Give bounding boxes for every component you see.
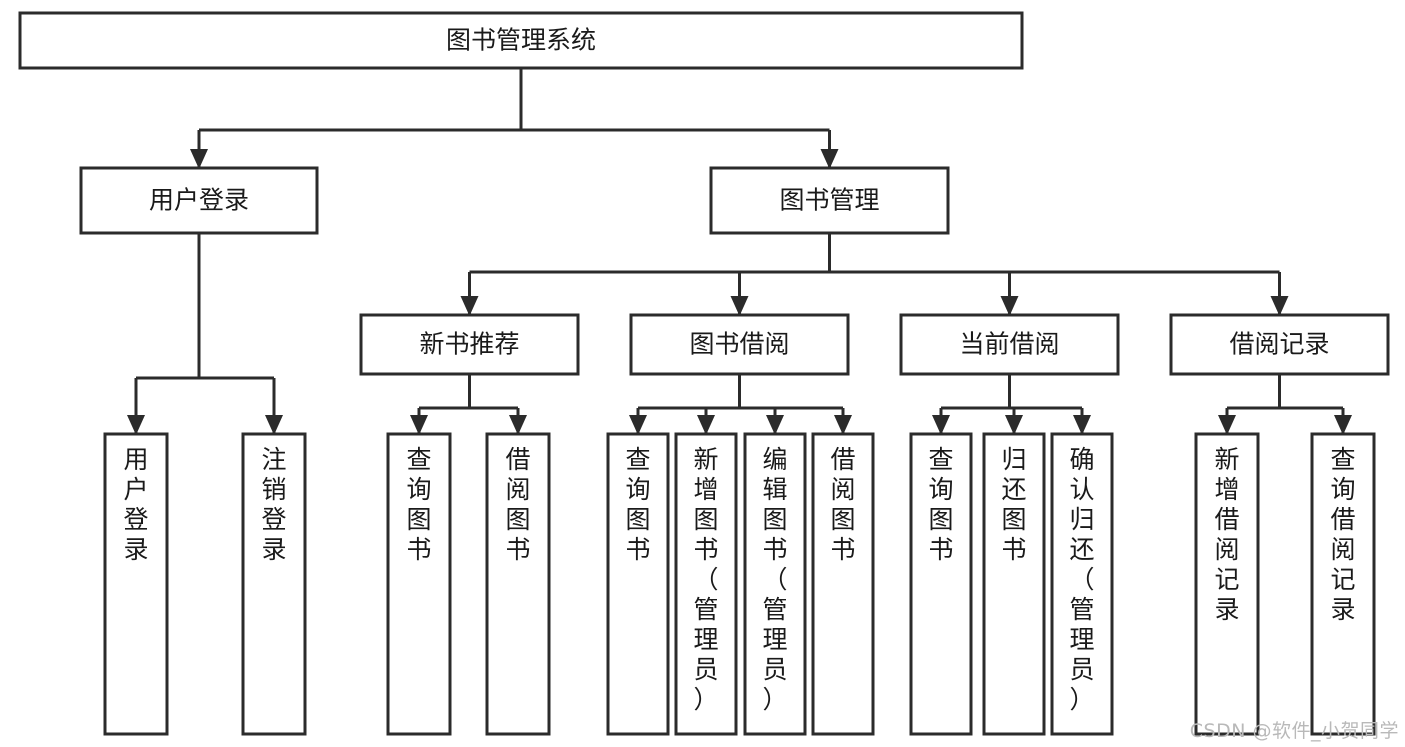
- node-label: 用户登录: [123, 445, 148, 564]
- arrow-head-icon: [629, 415, 647, 435]
- node-box: [103, 432, 169, 736]
- arrow-head-icon: [820, 149, 839, 169]
- node-current-return-book[interactable]: 归还图书: [982, 432, 1046, 736]
- node-box: [241, 432, 307, 736]
- node-label: 图书管理系统: [446, 26, 596, 55]
- node-box: [1194, 432, 1260, 736]
- arrow-head-icon: [730, 296, 749, 316]
- arrow-head-icon: [1270, 296, 1289, 316]
- arrow-head-icon: [697, 415, 715, 435]
- node-label: 确认归还（管理员）: [1069, 445, 1094, 714]
- node-user-login-do[interactable]: 用户登录: [103, 432, 169, 736]
- arrow-head-icon: [265, 415, 283, 435]
- node-layer: 图书管理系统用户登录用户登录注销登录图书管理新书推荐查询图书借阅图书图书借阅查询…: [18, 11, 1390, 736]
- node-user-logout[interactable]: 注销登录: [241, 432, 307, 736]
- node-label: 查询图书: [928, 445, 953, 564]
- node-label: 新书推荐: [419, 330, 519, 359]
- arrow-head-icon: [932, 415, 950, 435]
- node-label: 借阅记录: [1229, 330, 1329, 359]
- arrow-head-icon: [509, 415, 527, 435]
- node-book-manage[interactable]: 图书管理: [709, 166, 950, 235]
- node-current-borrow[interactable]: 当前借阅: [899, 313, 1120, 376]
- node-current-query-book[interactable]: 查询图书: [909, 432, 973, 736]
- node-box: [811, 432, 875, 736]
- arrow-head-icon: [190, 149, 208, 169]
- node-box: [674, 432, 738, 736]
- node-root[interactable]: 图书管理系统: [18, 11, 1024, 70]
- node-borrow-add-book[interactable]: 新增图书（管理员）: [674, 432, 738, 736]
- node-label: 图书借阅: [689, 330, 789, 359]
- arrow-head-icon: [1218, 415, 1236, 435]
- arrow-head-icon: [460, 296, 479, 316]
- node-label: 图书管理: [779, 186, 879, 215]
- arrow-head-icon: [1000, 296, 1019, 316]
- node-box: [709, 166, 950, 235]
- node-label: 新增借阅记录: [1214, 445, 1239, 624]
- node-new-book-recommend[interactable]: 新书推荐: [359, 313, 580, 376]
- node-box: [899, 313, 1120, 376]
- arrow-head-icon: [127, 415, 145, 435]
- arrow-head-icon: [834, 415, 852, 435]
- csdn-watermark: CSDN @软件_小贺同学: [1189, 720, 1399, 742]
- node-box: [606, 432, 670, 736]
- node-box: [1169, 313, 1390, 376]
- node-label: 当前借阅: [959, 330, 1059, 359]
- node-label: 查询图书: [406, 445, 431, 564]
- node-label: 编辑图书（管理员）: [762, 445, 787, 714]
- node-box: [485, 432, 551, 736]
- node-label: 新增图书（管理员）: [693, 445, 718, 714]
- node-label: 归还图书: [1001, 445, 1026, 564]
- node-label: 借阅图书: [830, 445, 855, 564]
- node-book-borrow[interactable]: 图书借阅: [629, 313, 850, 376]
- node-box: [1310, 432, 1376, 736]
- node-box: [1050, 432, 1114, 736]
- node-borrow-records[interactable]: 借阅记录: [1169, 313, 1390, 376]
- node-recommend-query-book[interactable]: 查询图书: [386, 432, 452, 736]
- node-box: [79, 166, 319, 235]
- node-recommend-borrow-book[interactable]: 借阅图书: [485, 432, 551, 736]
- arrow-head-icon: [1005, 415, 1023, 435]
- node-label: 查询图书: [625, 445, 650, 564]
- node-user-login[interactable]: 用户登录: [79, 166, 319, 235]
- arrow-head-icon: [410, 415, 428, 435]
- node-box: [386, 432, 452, 736]
- node-borrow-query-book[interactable]: 查询图书: [606, 432, 670, 736]
- node-box: [629, 313, 850, 376]
- node-box: [743, 432, 807, 736]
- node-label: 注销登录: [261, 445, 286, 564]
- arrow-head-icon: [766, 415, 784, 435]
- node-box: [18, 11, 1024, 70]
- node-borrow-borrow-book[interactable]: 借阅图书: [811, 432, 875, 736]
- node-box: [982, 432, 1046, 736]
- node-query-borrow-record[interactable]: 查询借阅记录: [1310, 432, 1376, 736]
- node-label: 用户登录: [149, 186, 249, 215]
- node-current-confirm-return[interactable]: 确认归还（管理员）: [1050, 432, 1114, 736]
- node-box: [359, 313, 580, 376]
- connector-layer: [127, 68, 1352, 435]
- node-add-borrow-record[interactable]: 新增借阅记录: [1194, 432, 1260, 736]
- node-label: 借阅图书: [505, 445, 530, 564]
- node-borrow-edit-book[interactable]: 编辑图书（管理员）: [743, 432, 807, 736]
- node-label: 查询借阅记录: [1330, 445, 1355, 624]
- node-box: [909, 432, 973, 736]
- arrow-head-icon: [1334, 415, 1352, 435]
- arrow-head-icon: [1073, 415, 1091, 435]
